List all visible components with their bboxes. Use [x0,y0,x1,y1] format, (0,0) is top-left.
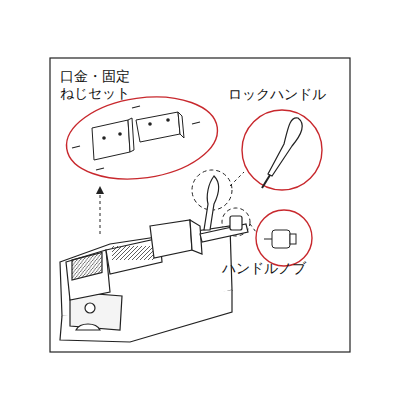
part-label: 口金・固定 ねじセット [60,68,156,102]
part-label: ロックハンドル [228,86,358,103]
part-label: ハンドルノブ [222,260,342,277]
